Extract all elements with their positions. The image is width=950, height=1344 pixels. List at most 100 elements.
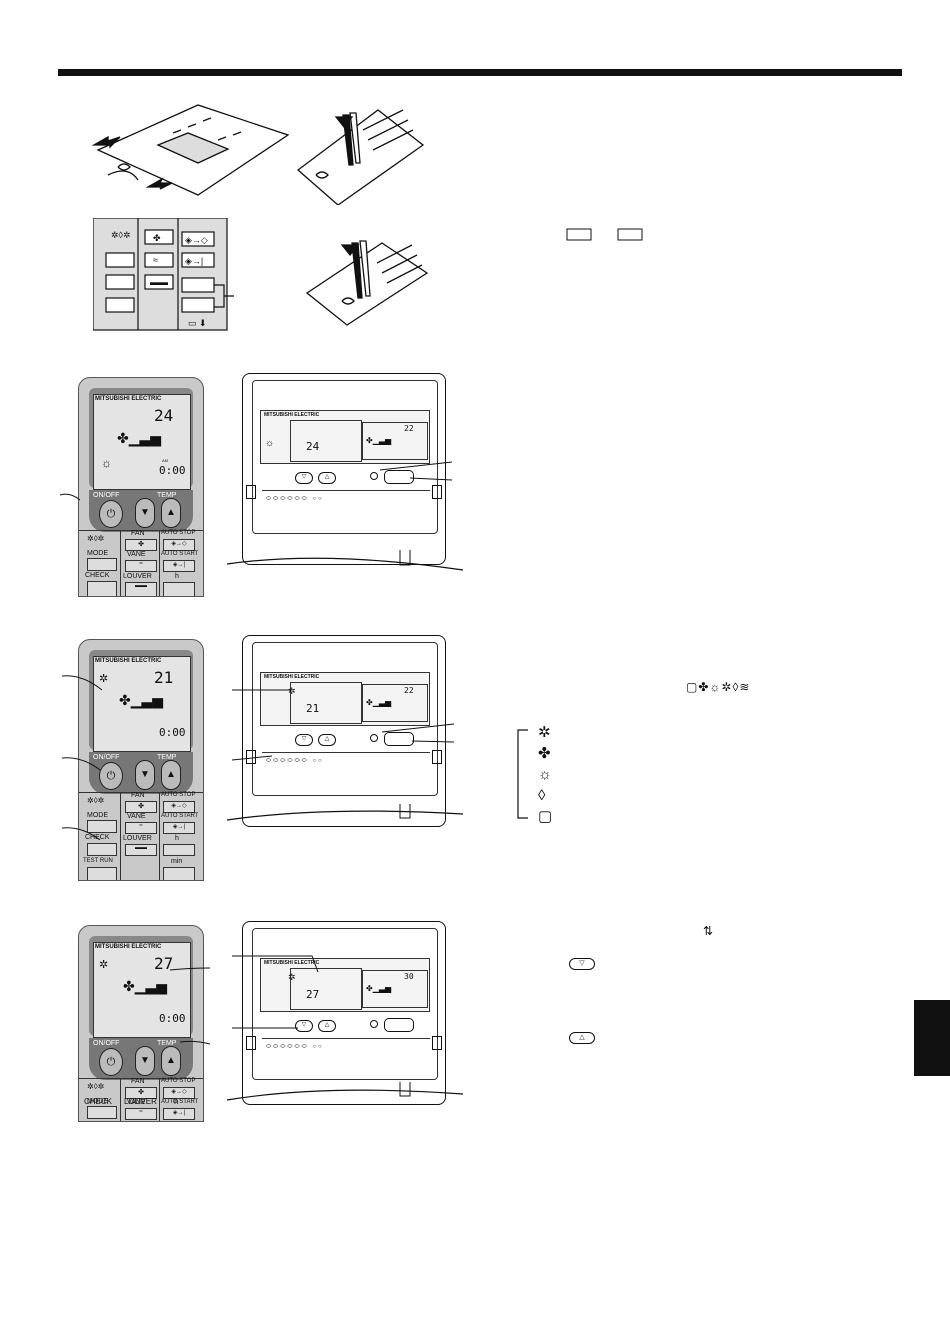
louver-button[interactable]: ▬▬ <box>125 844 157 856</box>
temp-down-button[interactable]: ▼ <box>135 760 155 790</box>
lcd-time: 0:00 <box>159 1012 186 1025</box>
onoff-label: ON/OFF <box>93 492 120 499</box>
svg-text:✲◊✲: ✲◊✲ <box>111 230 131 240</box>
remote-lcd-2 <box>93 656 191 752</box>
wired-set-temp: 21 <box>306 702 320 715</box>
auto-stop-button[interactable]: ◈→◇ <box>163 539 195 551</box>
vane-button[interactable]: ≈ <box>125 822 157 834</box>
auto-start-label: AUTO START <box>161 1099 199 1105</box>
h-label: h <box>174 1097 179 1106</box>
remote-lcd-3 <box>93 942 191 1038</box>
wired-controller-3 <box>242 921 446 1105</box>
temp-up-button[interactable]: ▲ <box>161 498 181 528</box>
mode-icons: ✲◊✲ <box>87 1082 105 1091</box>
mode-button[interactable] <box>87 558 117 571</box>
lcd-time: 0:00 <box>159 464 186 477</box>
louver-label: LOUVER <box>123 573 152 580</box>
auto-stop-label: AUTO STOP <box>161 792 196 798</box>
auto-start-label: AUTO START <box>161 551 199 557</box>
wireless-remote-3: MITSUBISHI ELECTRIC ✲ 27 ✤▁▃▅ 0:00 ON/OF… <box>78 925 204 1122</box>
min-button[interactable] <box>163 867 195 880</box>
wired-onoff-button[interactable] <box>384 732 414 746</box>
callout-lines-3b <box>232 955 319 1029</box>
onoff-button[interactable]: ⏻ <box>99 762 123 790</box>
fan-button[interactable]: ✤ <box>125 539 157 551</box>
mode-button[interactable] <box>87 820 117 833</box>
wired-temp-up[interactable]: △ <box>318 734 336 746</box>
lcd-temp: 24 <box>154 406 174 425</box>
auto-start-button[interactable]: ◈→| <box>163 1108 195 1120</box>
wired-buttons[interactable]: ⬭⬭⬭⬭⬭⬭ ○○ <box>266 1044 324 1050</box>
svg-text:▬▬: ▬▬ <box>150 277 168 287</box>
check-label: CHECK <box>85 572 110 579</box>
header-rule <box>58 69 902 76</box>
temp-down-symbol: ▽ <box>569 958 595 970</box>
onoff-label: ON/OFF <box>93 1040 120 1047</box>
auto-stop-button[interactable]: ◈→◇ <box>163 801 195 813</box>
wired-temp-down[interactable]: ▽ <box>295 1020 313 1032</box>
temp-down-button[interactable]: ▼ <box>135 498 155 528</box>
check-button[interactable] <box>87 581 117 596</box>
mode-icons: ✲◊✲ <box>87 796 105 805</box>
wired-set-temp: 27 <box>306 988 320 1001</box>
wired-temp-up[interactable]: △ <box>318 472 336 484</box>
svg-text:▭ ⬇: ▭ ⬇ <box>188 318 207 328</box>
wireless-remote-2: MITSUBISHI ELECTRIC ✲ 21 ✤▁▃▅ 0:00 ON/OF… <box>78 639 204 881</box>
section-tab <box>914 1000 950 1076</box>
auto-stop-label: AUTO STOP <box>161 1078 196 1084</box>
wired-room-temp: 22 <box>404 424 414 433</box>
wired-onoff-button[interactable] <box>384 1018 414 1032</box>
remote-lcd-1 <box>93 394 191 490</box>
mode-button[interactable] <box>87 1106 117 1119</box>
wired-temp-down[interactable]: ▽ <box>295 472 313 484</box>
vane-button[interactable]: ≈ <box>125 560 157 572</box>
wired-fan-icon: ✤▁▃▅ <box>366 698 392 707</box>
vane-button[interactable]: ≈ <box>125 1108 157 1120</box>
louver-button[interactable]: ▬▬ <box>125 582 157 596</box>
fan-button[interactable]: ✤ <box>125 1087 157 1099</box>
min-label: min <box>171 858 183 865</box>
dry-mode-icon: ◊ <box>538 787 546 804</box>
wired-temp-up[interactable]: △ <box>318 1020 336 1032</box>
vane-label: VANE <box>127 813 146 820</box>
mode-sequence-icons: ▢✤☼✲◊≋ <box>686 680 751 694</box>
fan-button[interactable]: ✤ <box>125 801 157 813</box>
vane-label: VANE <box>127 551 146 558</box>
wired-brand: MITSUBISHI ELECTRIC <box>264 960 320 966</box>
mode-icons: ✲◊✲ <box>87 534 105 543</box>
fan-speed-icon: ✤▁▃▅ <box>123 978 168 994</box>
wired-onoff-button[interactable] <box>384 470 414 484</box>
heat-mode-icon: ☼ <box>538 766 552 783</box>
operation-lamp <box>370 1020 378 1028</box>
auto-start-button[interactable]: ◈→| <box>163 822 195 834</box>
fan-label: FAN <box>131 792 145 799</box>
check-button[interactable] <box>87 843 117 856</box>
temp-down-button[interactable]: ▼ <box>135 1046 155 1076</box>
onoff-label: ON/OFF <box>93 754 120 761</box>
temp-up-button[interactable]: ▲ <box>161 760 181 790</box>
svg-text:◈→◇: ◈→◇ <box>185 235 208 245</box>
louver-label: LOUVER <box>123 835 152 842</box>
callout-lines-3 <box>170 967 210 1045</box>
onoff-button[interactable]: ⏻ <box>99 500 123 528</box>
vane-label: VANE <box>127 1099 146 1106</box>
test-run-button[interactable] <box>87 867 117 880</box>
wired-lcd-2 <box>260 672 430 726</box>
wired-room-temp: 22 <box>404 686 414 695</box>
auto-mode-icon: ✲ <box>538 724 551 741</box>
temp-up-button[interactable]: ▲ <box>161 1046 181 1076</box>
fan-label: FAN <box>131 1078 145 1085</box>
wired-buttons[interactable]: ⬭⬭⬭⬭⬭⬭ ○○ <box>266 758 324 764</box>
auto-start-button[interactable]: ◈→| <box>163 560 195 572</box>
auto-stop-button[interactable]: ◈→◇ <box>163 1087 195 1099</box>
svg-text:≈: ≈ <box>153 255 158 265</box>
h-button[interactable] <box>163 582 195 596</box>
lcd-temp: 21 <box>154 668 174 687</box>
mode-bracket <box>517 729 528 819</box>
am-label: AM <box>162 458 168 463</box>
wired-temp-down[interactable]: ▽ <box>295 734 313 746</box>
onoff-button[interactable]: ⏻ <box>99 1048 123 1076</box>
wired-room-temp: 30 <box>404 972 414 981</box>
h-button[interactable] <box>163 844 195 856</box>
wired-buttons[interactable]: ⬭⬭⬭⬭⬭⬭ ○○ <box>266 496 324 502</box>
